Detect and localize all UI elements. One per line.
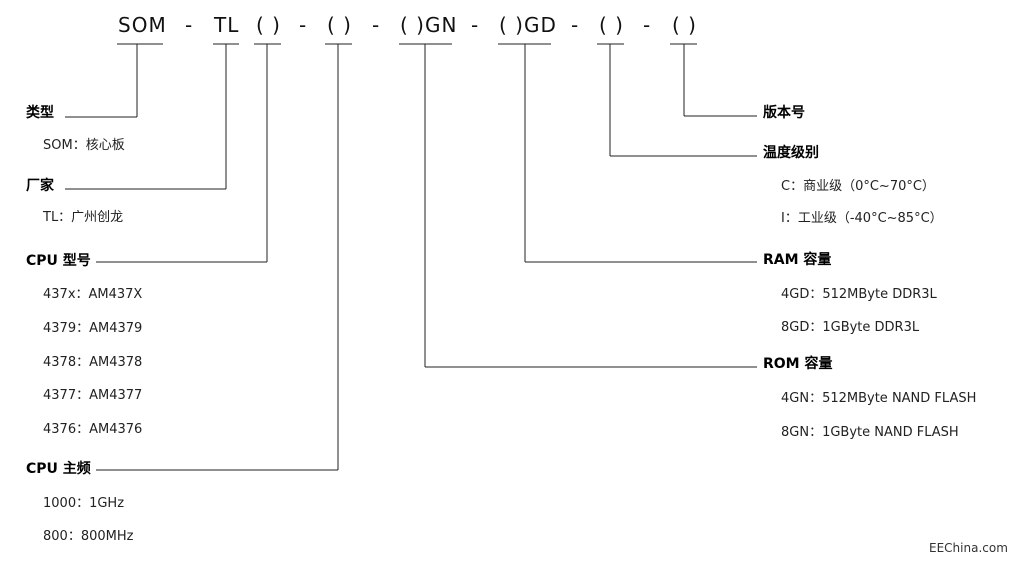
part-tl: TL	[214, 13, 240, 37]
rom-item: 8GN：1GByte NAND FLASH	[781, 425, 959, 440]
temperature-item: C：商业级（0°C~70°C）	[781, 179, 935, 194]
part-dash-2: -	[299, 13, 308, 37]
part-version: ( )	[672, 13, 697, 37]
rom-heading: ROM 容量	[763, 356, 833, 372]
part-dash-1: -	[185, 13, 194, 37]
part-ram: ( )GD	[499, 13, 557, 37]
vendor-heading: 厂家	[26, 178, 54, 194]
cpu-model-item: 4379：AM4379	[43, 321, 143, 336]
part-cpu-freq: ( )	[327, 13, 352, 37]
cpu-model-item: 4378：AM4378	[43, 355, 143, 370]
part-dash-6: -	[643, 13, 652, 37]
cpu-model-item: 437x：AM437X	[43, 287, 143, 302]
watermark: EEChina.com	[929, 541, 1008, 555]
ram-heading: RAM 容量	[763, 252, 832, 268]
part-rom: ( )GN	[400, 13, 458, 37]
type-heading: 类型	[26, 105, 54, 121]
type-item: SOM：核心板	[43, 138, 125, 153]
cpu-freq-item: 800：800MHz	[43, 529, 134, 544]
temperature-item: I：工业级（-40°C~85°C）	[781, 211, 943, 226]
cpu-model-item: 4377：AM4377	[43, 388, 143, 403]
vendor-item: TL：广州创龙	[43, 210, 124, 225]
cpu-model-item: 4376：AM4376	[43, 422, 143, 437]
cpu-freq-item: 1000：1GHz	[43, 496, 125, 511]
part-dash-5: -	[571, 13, 580, 37]
part-dash-3: -	[372, 13, 381, 37]
cpu-model-heading: CPU 型号	[26, 253, 91, 269]
ram-item: 4GD：512MByte DDR3L	[781, 287, 937, 302]
version-heading: 版本号	[763, 105, 805, 121]
rom-item: 4GN：512MByte NAND FLASH	[781, 391, 977, 406]
part-temp: ( )	[599, 13, 624, 37]
temperature-heading: 温度级别	[763, 145, 819, 161]
part-som: SOM	[118, 13, 167, 37]
ram-item: 8GD：1GByte DDR3L	[781, 320, 920, 335]
part-dash-4: -	[471, 13, 480, 37]
cpu-freq-heading: CPU 主频	[26, 461, 91, 477]
part-cpu-model: ( )	[256, 13, 281, 37]
